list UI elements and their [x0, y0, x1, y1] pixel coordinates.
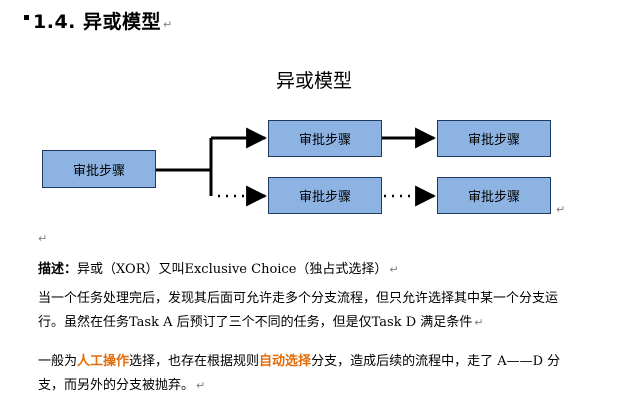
paragraph-2-prefix: 一般为: [38, 354, 78, 369]
paragraph-2-line-2-text: 支，而另外的分支被抛弃。: [38, 378, 195, 393]
paragraph-2-mid-2: 分支，造成后续的流程中，走了 A——D 分: [311, 354, 561, 369]
paragraph-mark-icon: ↵: [38, 232, 48, 245]
upper-step-box-2: 审批步骤: [437, 120, 551, 157]
description-line: 描述：异或（XOR）又叫Exclusive Choice（独占式选择）↵: [38, 258, 613, 282]
bullet-square-icon: [24, 15, 29, 20]
paragraph-mark-icon: ↵: [196, 379, 206, 392]
paragraph-1: 当一个任务处理完后，发现其后面可允许走多个分支流程，但只允许选择其中某一个分支运…: [38, 287, 613, 335]
paragraph-mark-icon: ↵: [389, 263, 399, 276]
paragraph-1-line-2: 行。虽然在任务Task A 后预订了三个不同的任务，但是仅Task D 满足条件…: [38, 311, 613, 335]
lower-step-box-1: 审批步骤: [268, 177, 382, 214]
highlight-auto-selection: 自动选择: [259, 354, 312, 369]
paragraph-2-line-2: 支，而另外的分支被抛弃。↵: [38, 374, 613, 398]
highlight-manual-operation: 人工操作: [77, 354, 130, 369]
xor-diagram: 异或模型 审批步骤 审批步骤 审批步骤 审批步骤 审批步骤 ↵: [42, 70, 566, 216]
paragraph-mark-icon: ↵: [163, 18, 173, 31]
lower-step-box-2: 审批步骤: [437, 177, 551, 214]
paragraph-mark-icon: ↵: [556, 203, 566, 216]
source-step-box: 审批步骤: [42, 150, 156, 188]
section-heading: 1.4. 异或模型 ↵: [24, 7, 172, 34]
paragraph-2-line-1: 一般为人工操作选择，也存在根据规则自动选择分支，造成后续的流程中，走了 A——D…: [38, 350, 613, 374]
heading-title: 1.4. 异或模型: [33, 11, 161, 33]
paragraph-1-line-1: 当一个任务处理完后，发现其后面可允许走多个分支流程，但只允许选择其中某一个分支运: [38, 291, 559, 306]
paragraph-2-mid-1: 选择，也存在根据规则: [129, 354, 260, 369]
description-label: 描述：: [38, 262, 78, 277]
paragraph-2: 一般为人工操作选择，也存在根据规则自动选择分支，造成后续的流程中，走了 A——D…: [38, 350, 613, 398]
description-text: 异或（XOR）又叫Exclusive Choice（独占式选择）: [77, 262, 388, 277]
upper-step-box-1: 审批步骤: [268, 120, 382, 157]
diagram-connectors: [156, 127, 437, 207]
paragraph-mark-icon: ↵: [474, 316, 484, 329]
paragraph-1-line-2-text: 行。虽然在任务Task A 后预订了三个不同的任务，但是仅Task D 满足条件: [38, 315, 473, 330]
diagram-title: 异或模型: [275, 70, 352, 92]
